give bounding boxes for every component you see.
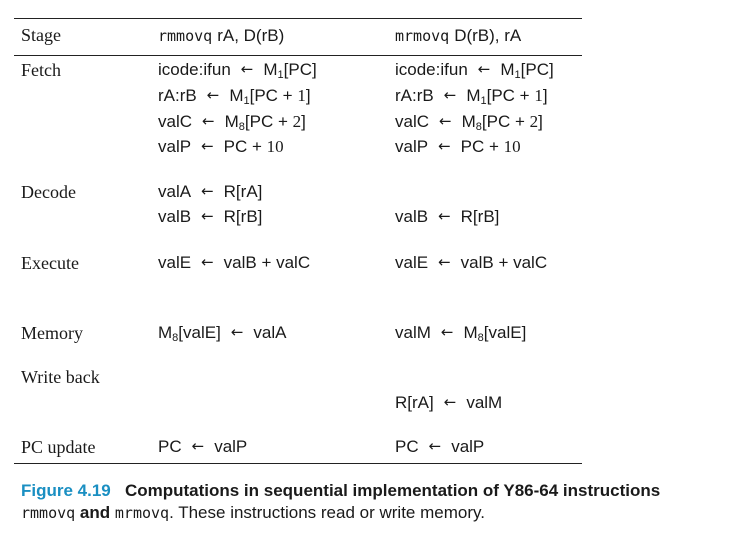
assign-arrow: ← (230, 323, 244, 341)
mrmovq-pc-update: PC ← valP (395, 437, 484, 457)
stage-memory: Memory (21, 323, 83, 343)
rmmovq-execute: valE ← valB + valC (158, 253, 310, 273)
stage-decode: Decode (21, 182, 76, 202)
stage-fetch: Fetch (21, 60, 61, 80)
lhs: M8[valE] (158, 323, 221, 344)
assign-arrow: ← (201, 253, 214, 271)
lhs: valP (158, 137, 192, 156)
column-header-rmmovq: rmmovq rA, D(rB) (158, 25, 284, 46)
column-header-rmmovq-instr: rmmovq (158, 27, 213, 45)
lhs: valM (395, 323, 431, 342)
rmmovq-fetch-icode: icode:ifun ← M1[PC] (158, 60, 317, 81)
lhs: icode:ifun (395, 60, 468, 79)
rhs: M8[PC + 2] (224, 112, 306, 133)
lhs: rA:rB (395, 86, 434, 105)
mrmovq-fetch-icode: icode:ifun ← M1[PC] (395, 60, 554, 81)
caption-instr-rmmovq: rmmovq (21, 504, 76, 522)
mrmovq-write-back: R[rA] ← valM (395, 393, 502, 413)
rmmovq-decode-valb: valB ← R[rB] (158, 207, 262, 227)
rhs: valB + valC (460, 253, 548, 272)
lhs: valB (158, 207, 192, 226)
assign-arrow: ← (438, 137, 451, 155)
lhs: rA:rB (158, 86, 197, 105)
column-header-mrmovq-instr: mrmovq (395, 27, 450, 45)
rhs: valP (451, 437, 485, 456)
rhs: M1[PC] (500, 60, 554, 81)
caption-instr-mrmovq: mrmovq (114, 504, 170, 522)
stage-execute: Execute (21, 253, 79, 273)
assign-arrow: ← (439, 112, 452, 130)
rhs: valM (466, 393, 503, 412)
stage-write-back: Write back (21, 367, 100, 387)
assign-arrow: ← (202, 112, 215, 130)
assign-arrow: ← (443, 393, 457, 411)
lhs: valE (395, 253, 429, 272)
assign-arrow: ← (438, 207, 451, 225)
rmmovq-pc-update: PC ← valP (158, 437, 247, 457)
lhs: valE (158, 253, 192, 272)
rhs: valP (214, 437, 248, 456)
mrmovq-execute: valE ← valB + valC (395, 253, 547, 273)
column-header-mrmovq: mrmovq D(rB), rA (395, 25, 521, 46)
rmmovq-memory: M8[valE] ← valA (158, 323, 286, 344)
rmmovq-fetch-valp: valP ← PC + 10 (158, 137, 284, 157)
figure-title: Computations in sequential implementatio… (124, 481, 661, 500)
rhs: PC + 10 (223, 137, 284, 156)
rmmovq-fetch-valc: valC ← M8[PC + 2] (158, 112, 306, 133)
column-header-rmmovq-args: rA, D(rB) (217, 26, 285, 45)
assign-arrow: ← (206, 86, 220, 104)
lhs: icode:ifun (158, 60, 231, 79)
lhs: valC (158, 112, 193, 131)
rhs: R[rB] (223, 207, 263, 226)
rhs: M8[PC + 2] (461, 112, 543, 133)
rhs: R[rA] (223, 182, 263, 201)
lhs: R[rA] (395, 393, 434, 412)
rmmovq-fetch-ra: rA:rB ← M1[PC + 1] (158, 86, 311, 107)
lhs: valP (395, 137, 429, 156)
assign-arrow: ← (440, 323, 454, 341)
rhs: valA (253, 323, 287, 342)
assign-arrow: ← (191, 437, 205, 455)
rhs: valB + valC (223, 253, 311, 272)
rhs: R[rB] (460, 207, 500, 226)
assign-arrow: ← (201, 182, 214, 200)
rhs: M1[PC + 1] (229, 86, 311, 107)
table-bottom-rule (14, 463, 582, 464)
table-header-rule (14, 55, 582, 56)
rhs: PC + 10 (460, 137, 521, 156)
assign-arrow: ← (443, 86, 457, 104)
assign-arrow: ← (240, 60, 254, 78)
stage-pc-update: PC update (21, 437, 96, 457)
lhs: valA (158, 182, 192, 201)
assign-arrow: ← (428, 437, 442, 455)
caption-and: and (79, 503, 111, 522)
assign-arrow: ← (477, 60, 491, 78)
rmmovq-decode-vala: valA ← R[rA] (158, 182, 262, 202)
mrmovq-fetch-ra: rA:rB ← M1[PC + 1] (395, 86, 548, 107)
lhs: PC (395, 437, 419, 456)
rhs: M1[PC + 1] (466, 86, 548, 107)
figure-caption: Figure 4.19 Computations in sequential i… (21, 480, 721, 524)
lhs: valB (395, 207, 429, 226)
assign-arrow: ← (201, 137, 214, 155)
mrmovq-memory: valM ← M8[valE] (395, 323, 526, 344)
mrmovq-fetch-valc: valC ← M8[PC + 2] (395, 112, 543, 133)
column-header-stage: Stage (21, 25, 61, 45)
mrmovq-decode-valb: valB ← R[rB] (395, 207, 499, 227)
column-header-mrmovq-args: D(rB), rA (454, 26, 522, 45)
rhs: M1[PC] (263, 60, 317, 81)
table-top-rule (14, 18, 582, 19)
assign-arrow: ← (438, 253, 451, 271)
mrmovq-fetch-valp: valP ← PC + 10 (395, 137, 521, 157)
figure-label: Figure 4.19 (21, 481, 111, 500)
caption-rest: . These instructions read or write memor… (169, 503, 485, 522)
lhs: PC (158, 437, 182, 456)
lhs: valC (395, 112, 430, 131)
rhs: M8[valE] (463, 323, 527, 344)
assign-arrow: ← (201, 207, 214, 225)
